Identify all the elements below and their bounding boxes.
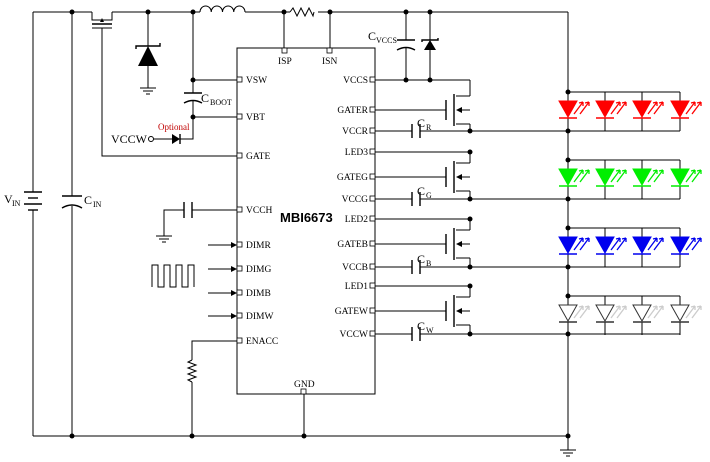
optional-diode [172, 134, 181, 144]
svg-text:GATEB: GATEB [337, 240, 368, 250]
svg-text:GATEW: GATEW [335, 307, 368, 317]
cvccs-label-sub: VCCS [376, 36, 397, 45]
svg-text:VCCW: VCCW [340, 330, 369, 340]
mosfet-g [445, 161, 470, 193]
diode-ground-icon [140, 87, 156, 95]
svg-text:VCCB: VCCB [342, 263, 368, 273]
svg-text:DIMG: DIMG [246, 265, 271, 275]
cin-label-sub: IN [93, 200, 102, 209]
led-red-4 [670, 92, 702, 131]
dim-arrows [208, 242, 237, 319]
cb-label: C [417, 252, 425, 266]
led-blue-3 [632, 228, 664, 267]
junction-dots [69, 9, 571, 439]
led-string-red [558, 92, 702, 131]
vin-source [24, 191, 42, 211]
chip-name: MBI6673 [280, 210, 333, 225]
cvccs-label: C [368, 29, 376, 43]
led-string-blue [558, 228, 702, 267]
led-green-2 [595, 160, 627, 199]
svg-text:VBT: VBT [246, 113, 265, 123]
wires [32, 11, 680, 437]
led-blue-2 [595, 228, 627, 267]
svg-text:LED3: LED3 [345, 148, 368, 158]
led-red-2 [595, 92, 627, 131]
svg-text:DIMR: DIMR [246, 241, 271, 251]
cin-label: C [84, 193, 92, 207]
led-string-green [558, 160, 702, 199]
inductor [199, 5, 246, 13]
svg-text:VCCR: VCCR [342, 127, 369, 137]
cboot-label: C [201, 91, 209, 105]
cr-label-sub: R [426, 123, 432, 132]
svg-text:VCCG: VCCG [342, 195, 369, 205]
cboot-label-sub: BOOT [210, 98, 232, 107]
top-pin-labels: ISP ISN [278, 57, 337, 67]
mosfet-r [445, 94, 470, 126]
pwm-waveform-icon [151, 264, 195, 288]
svg-text:GATE: GATE [246, 152, 270, 162]
vcch-ground-icon [156, 235, 172, 243]
svg-text:VSW: VSW [246, 76, 267, 86]
schottky-diode [135, 43, 161, 66]
led-green-4 [670, 160, 702, 199]
vcch-capacitor [183, 202, 193, 218]
led-white-3 [632, 296, 664, 335]
svg-text:GATEG: GATEG [337, 173, 368, 183]
svg-text:ENACC: ENACC [246, 337, 278, 347]
svg-text:VCCH: VCCH [246, 206, 273, 216]
led-blue-1 [558, 228, 590, 267]
optional-label: Optional [158, 122, 190, 132]
main-ground-icon [560, 436, 576, 457]
led-green-3 [632, 160, 664, 199]
svg-text:DIMW: DIMW [246, 312, 273, 322]
led-red-3 [632, 92, 664, 131]
cg-label: C [417, 184, 425, 198]
led-green-1 [558, 160, 590, 199]
led-strings [558, 92, 702, 335]
right-pin-labels: VCCS GATER VCCR LED3 GATEG VCCG LED2 GAT… [335, 76, 369, 340]
gnd-pin-label: GND [294, 380, 315, 390]
svg-text:DIMB: DIMB [246, 289, 271, 299]
svg-text:GATER: GATER [337, 106, 368, 116]
output-capacitors [411, 124, 421, 341]
led-string-white [558, 296, 702, 335]
svg-text:ISP: ISP [278, 57, 292, 67]
vin-label: V [4, 192, 13, 206]
cvccs-capacitor [396, 39, 416, 51]
left-pin-labels: VSW VBT GATE VCCH DIMR DIMG DIMB DIMW EN… [246, 76, 278, 347]
vin-label-sub: IN [12, 199, 21, 208]
cin-capacitor [61, 195, 83, 209]
led-white-2 [595, 296, 627, 335]
input-mosfet [91, 12, 113, 29]
led-white-4 [670, 296, 702, 335]
cr-label: C [417, 116, 425, 130]
svg-text:ISN: ISN [322, 57, 337, 67]
cg-label-sub: G [426, 191, 432, 200]
svg-text:VCCS: VCCS [343, 76, 368, 86]
vccw-terminal [148, 136, 154, 142]
ic-body [236, 47, 376, 395]
zener-diode [421, 38, 439, 50]
enacc-resistor [186, 359, 198, 383]
mosfet-b [445, 228, 470, 260]
svg-text:LED1: LED1 [345, 282, 368, 292]
svg-text:LED2: LED2 [345, 215, 368, 225]
sense-resistor [289, 6, 315, 18]
cb-label-sub: B [426, 259, 431, 268]
mosfet-w [445, 295, 470, 327]
led-blue-4 [670, 228, 702, 267]
led-red-1 [558, 92, 590, 131]
pin-pads [236, 47, 376, 395]
led-white-1 [558, 296, 590, 335]
cw-label-sub: W [426, 326, 434, 335]
cw-label: C [417, 319, 425, 333]
cboot-capacitor [183, 92, 203, 104]
vccw-input-label: VCCW [111, 132, 148, 146]
